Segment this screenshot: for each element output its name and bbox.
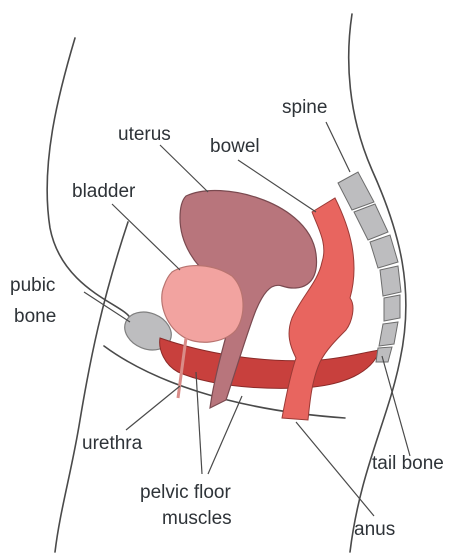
label-pubic-bone-line1: pubic [10,275,55,296]
label-tail-bone: tail bone [372,453,444,474]
bladder [162,266,243,343]
front-outline [47,38,130,318]
label-bowel: bowel [210,136,260,157]
tail-bone-leader [382,356,410,456]
pelvic-floor-muscles [160,338,380,388]
anus-leader [296,422,374,516]
label-pubic-bone-line2: bone [14,306,56,327]
label-urethra: urethra [82,433,143,454]
thigh-outline [55,222,128,552]
vertebra [380,266,401,296]
bladder-leader [112,204,180,270]
vertebra [338,172,374,210]
label-pelvic-floor-line1: pelvic floor [140,482,231,503]
spine-leader [326,122,350,172]
label-pelvic-floor-line2: muscles [162,508,232,529]
vertebra [354,204,388,240]
urethra-leader [126,386,180,430]
label-anus: anus [354,519,395,540]
label-uterus: uterus [118,124,171,145]
label-bladder: bladder [72,181,136,202]
vertebra [384,295,400,321]
pelvic-floor-leader-2 [208,396,242,474]
vertebra [376,347,392,362]
pelvic-floor-leader-1 [196,372,202,474]
vertebra [370,235,398,268]
uterus-leader [160,145,208,192]
label-spine: spine [282,97,327,118]
pubic-bone-leader [84,292,130,322]
vertebra [379,322,398,346]
